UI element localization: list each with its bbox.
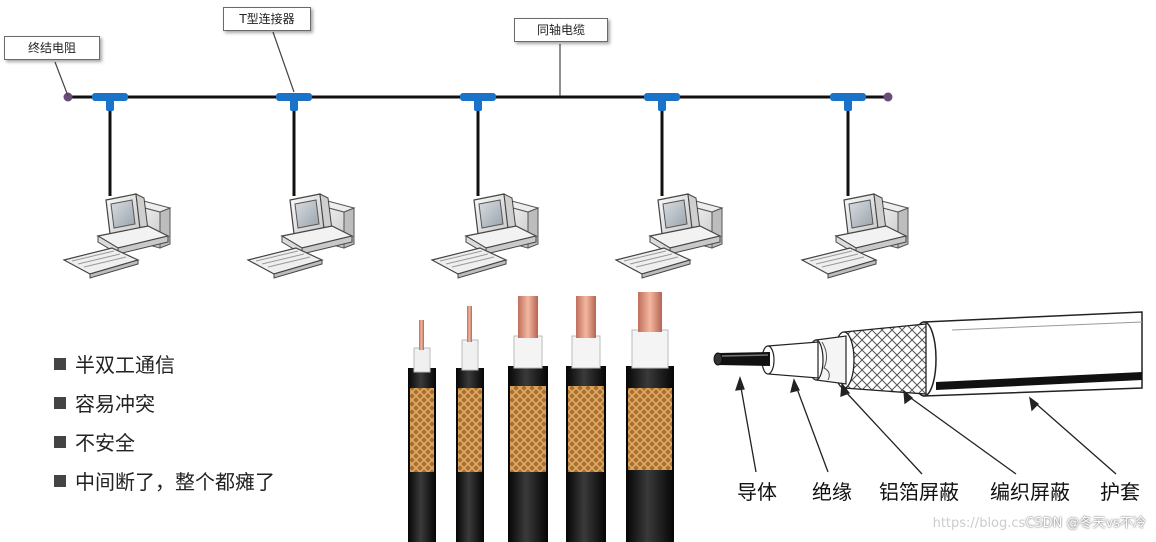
t-connector-callout: T型连接器 [223, 7, 311, 31]
bullet-square-icon [54, 435, 66, 448]
t-connector-5 [830, 93, 866, 111]
cable-sample-2 [456, 306, 484, 542]
jacket-section [911, 311, 1143, 397]
bullet-square-icon [54, 474, 66, 487]
drop-cables [108, 100, 850, 196]
cable-sample-4 [566, 296, 606, 542]
t-connector-4 [644, 93, 680, 111]
t-connector-1 [92, 93, 128, 111]
computer-2 [247, 193, 355, 279]
cable-sample-3 [508, 296, 548, 542]
terminator-right [883, 92, 893, 102]
layer-label-foil-shield: 铝箔屏蔽 [879, 480, 959, 504]
terminator-leader [54, 61, 69, 97]
list-item: 中间断了，整个都瘫了 [54, 461, 275, 500]
csdn-watermark: https://blog.csCSDN @冬天vs不冷 [932, 516, 1146, 531]
t-connector-2 [276, 93, 312, 111]
conductor-section [713, 352, 770, 366]
layer-label-conductor: 导体 [737, 480, 777, 504]
layer-label-braid-shield: 编织屏蔽 [990, 480, 1070, 504]
bullet-square-icon [54, 357, 66, 370]
bus-network-diagram [54, 31, 909, 279]
cable-sample-5 [626, 292, 674, 542]
list-item: 半双工通信 [54, 344, 275, 383]
feature-list: 半双工通信 容易冲突 不安全 中间断了，整个都瘫了 [54, 344, 275, 500]
coax-cable-samples-photo [408, 292, 674, 542]
list-item: 容易冲突 [54, 383, 275, 422]
braid-shield-section [833, 323, 927, 395]
coax-cable-structure-drawing [713, 311, 1143, 475]
layer-label-jacket: 护套 [1100, 480, 1140, 504]
computer-3 [431, 193, 539, 279]
list-item: 不安全 [54, 422, 275, 461]
t-connector-3 [460, 93, 496, 111]
cable-sample-1 [408, 320, 436, 542]
computer-1 [63, 193, 171, 279]
t-connector-leader [272, 31, 295, 93]
insulation-section [761, 341, 819, 379]
coax-cable-callout: 同轴电缆 [514, 18, 608, 42]
layer-leader-lines [735, 376, 1117, 475]
computer-5 [801, 193, 909, 279]
terminator-left [63, 92, 73, 102]
bullet-square-icon [54, 396, 66, 409]
computer-4 [615, 193, 723, 279]
layer-label-insulation: 绝缘 [812, 480, 852, 504]
terminator-callout: 终结电阻 [4, 36, 100, 60]
